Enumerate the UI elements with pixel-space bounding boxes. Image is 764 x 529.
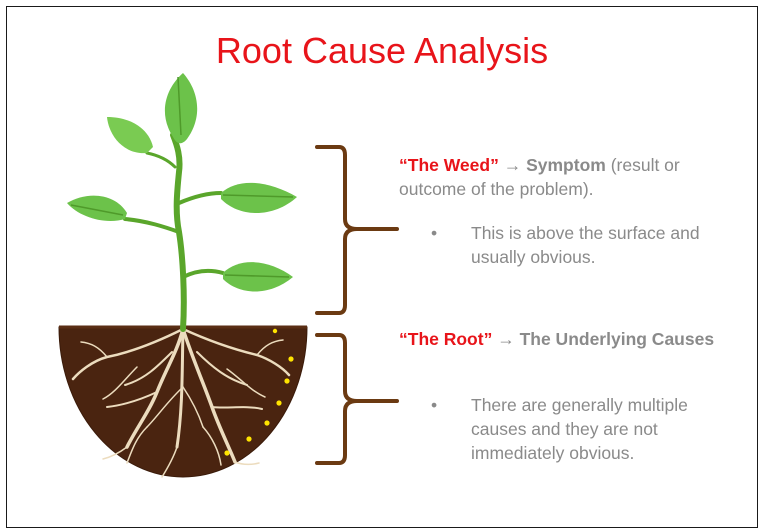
leaf-icon [67,195,127,222]
bullet-icon: • [431,395,438,415]
root-term: The Underlying Causes [519,329,715,349]
slide: Root Cause Analysis [6,6,758,528]
root-bullet: • There are generally multiple causes an… [431,393,741,467]
leaf-icon [223,262,293,292]
roots-icon [71,327,291,478]
weed-description: (result or outcome of the problem). [399,155,680,199]
weed-bullet-text: This is above the surface and usually ob… [471,223,700,267]
weed-bullet: • This is above the surface and usually … [431,221,741,271]
leaf-icon [107,117,153,154]
seed-dots [224,328,294,456]
root-heading: “The Root” → The Underlying Causes [399,327,739,351]
slide-title: Root Cause Analysis [215,30,549,71]
weed-term: Symptom [526,155,606,175]
curly-bracket-weed [315,145,399,315]
root-bullet-text: There are generally multiple causes and … [471,395,688,463]
arrow-icon: → [497,329,515,349]
leaf-icon [221,182,297,214]
weed-label: “The Weed” [399,155,499,175]
plant-root-illustration [58,73,399,478]
soil-illustration [58,326,308,478]
leaf-icon [164,73,198,144]
curly-bracket-root [315,333,399,465]
arrow-icon: → [503,155,522,175]
root-label: “The Root” [399,329,493,349]
plant-illustration [67,73,297,332]
bullet-icon: • [431,223,438,243]
weed-heading: “The Weed” → Symptom (result or outcome … [399,153,739,201]
